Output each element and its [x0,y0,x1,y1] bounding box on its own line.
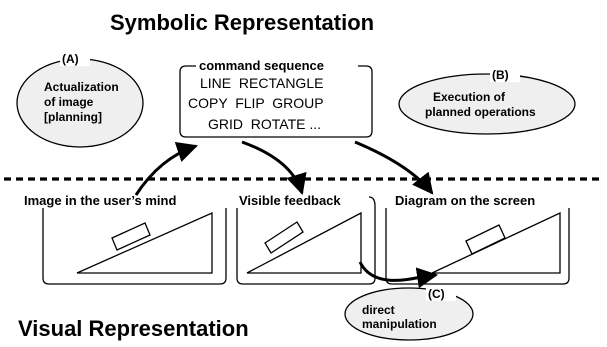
command-sequence-title: command sequence [199,58,324,73]
callout-a-line-3: [planning] [44,110,102,124]
arrow-mind-to-commands [134,142,198,196]
panel-1-slope [76,211,213,274]
arrow-feedback-to-screen [358,261,439,289]
callout-c-line-1: direct [362,303,395,317]
callout-b-tag-mask [490,68,520,82]
symbolic-representation-title: Symbolic Representation [110,10,374,35]
panel-diagram-screen: Diagram on the screen [385,193,570,285]
panel-visible-feedback: Visible feedback [236,193,376,285]
callout-b-line-2: planned operations [425,105,536,119]
callout-c-direct-manipulation: (C) direct manipulation [344,287,474,341]
callout-b-tag: (B) [492,68,509,82]
callout-b-ellipse [398,73,576,135]
callout-b-execution: (B) Execution of planned operations [398,68,576,135]
command-line-1: LINE RECTANGLE [200,75,323,91]
panel-1-title: Image in the user’s mind [24,193,176,208]
callout-c-tag: (C) [428,287,445,301]
arrow-commands-to-screen [354,140,434,195]
command-line-2: COPY FLIP GROUP [188,95,324,111]
panel-users-mind: Image in the user’s mind [24,193,227,285]
visual-representation-title: Visual Representation [18,316,249,341]
panel-2-frame [236,196,376,285]
arrow-commands-to-feedback [241,140,307,196]
panel-1-block [111,222,151,251]
callout-c-line-2: manipulation [362,317,437,331]
callout-a-tag: (A) [62,52,79,66]
callout-b-line-1: Execution of [433,90,506,104]
command-sequence-box: command sequence LINE RECTANGLE COPY FLI… [179,58,373,138]
panel-3-block [465,224,506,255]
callout-c-tag-mask [426,287,456,301]
callout-a-tag-mask [60,52,90,66]
command-line-3: GRID ROTATE ... [208,116,321,132]
callout-a-line-2: of image [44,95,94,109]
panel-2-title: Visible feedback [239,193,341,208]
panel-2-slope [246,211,362,274]
panel-3-title: Diagram on the screen [395,193,535,208]
panel-2-block [264,221,304,254]
panel-1-frame [42,208,227,285]
callout-a-line-1: Actualization [44,80,119,94]
command-box-frame [179,65,373,138]
callout-a-planning: (A) Actualization of image [planning] [16,52,144,148]
